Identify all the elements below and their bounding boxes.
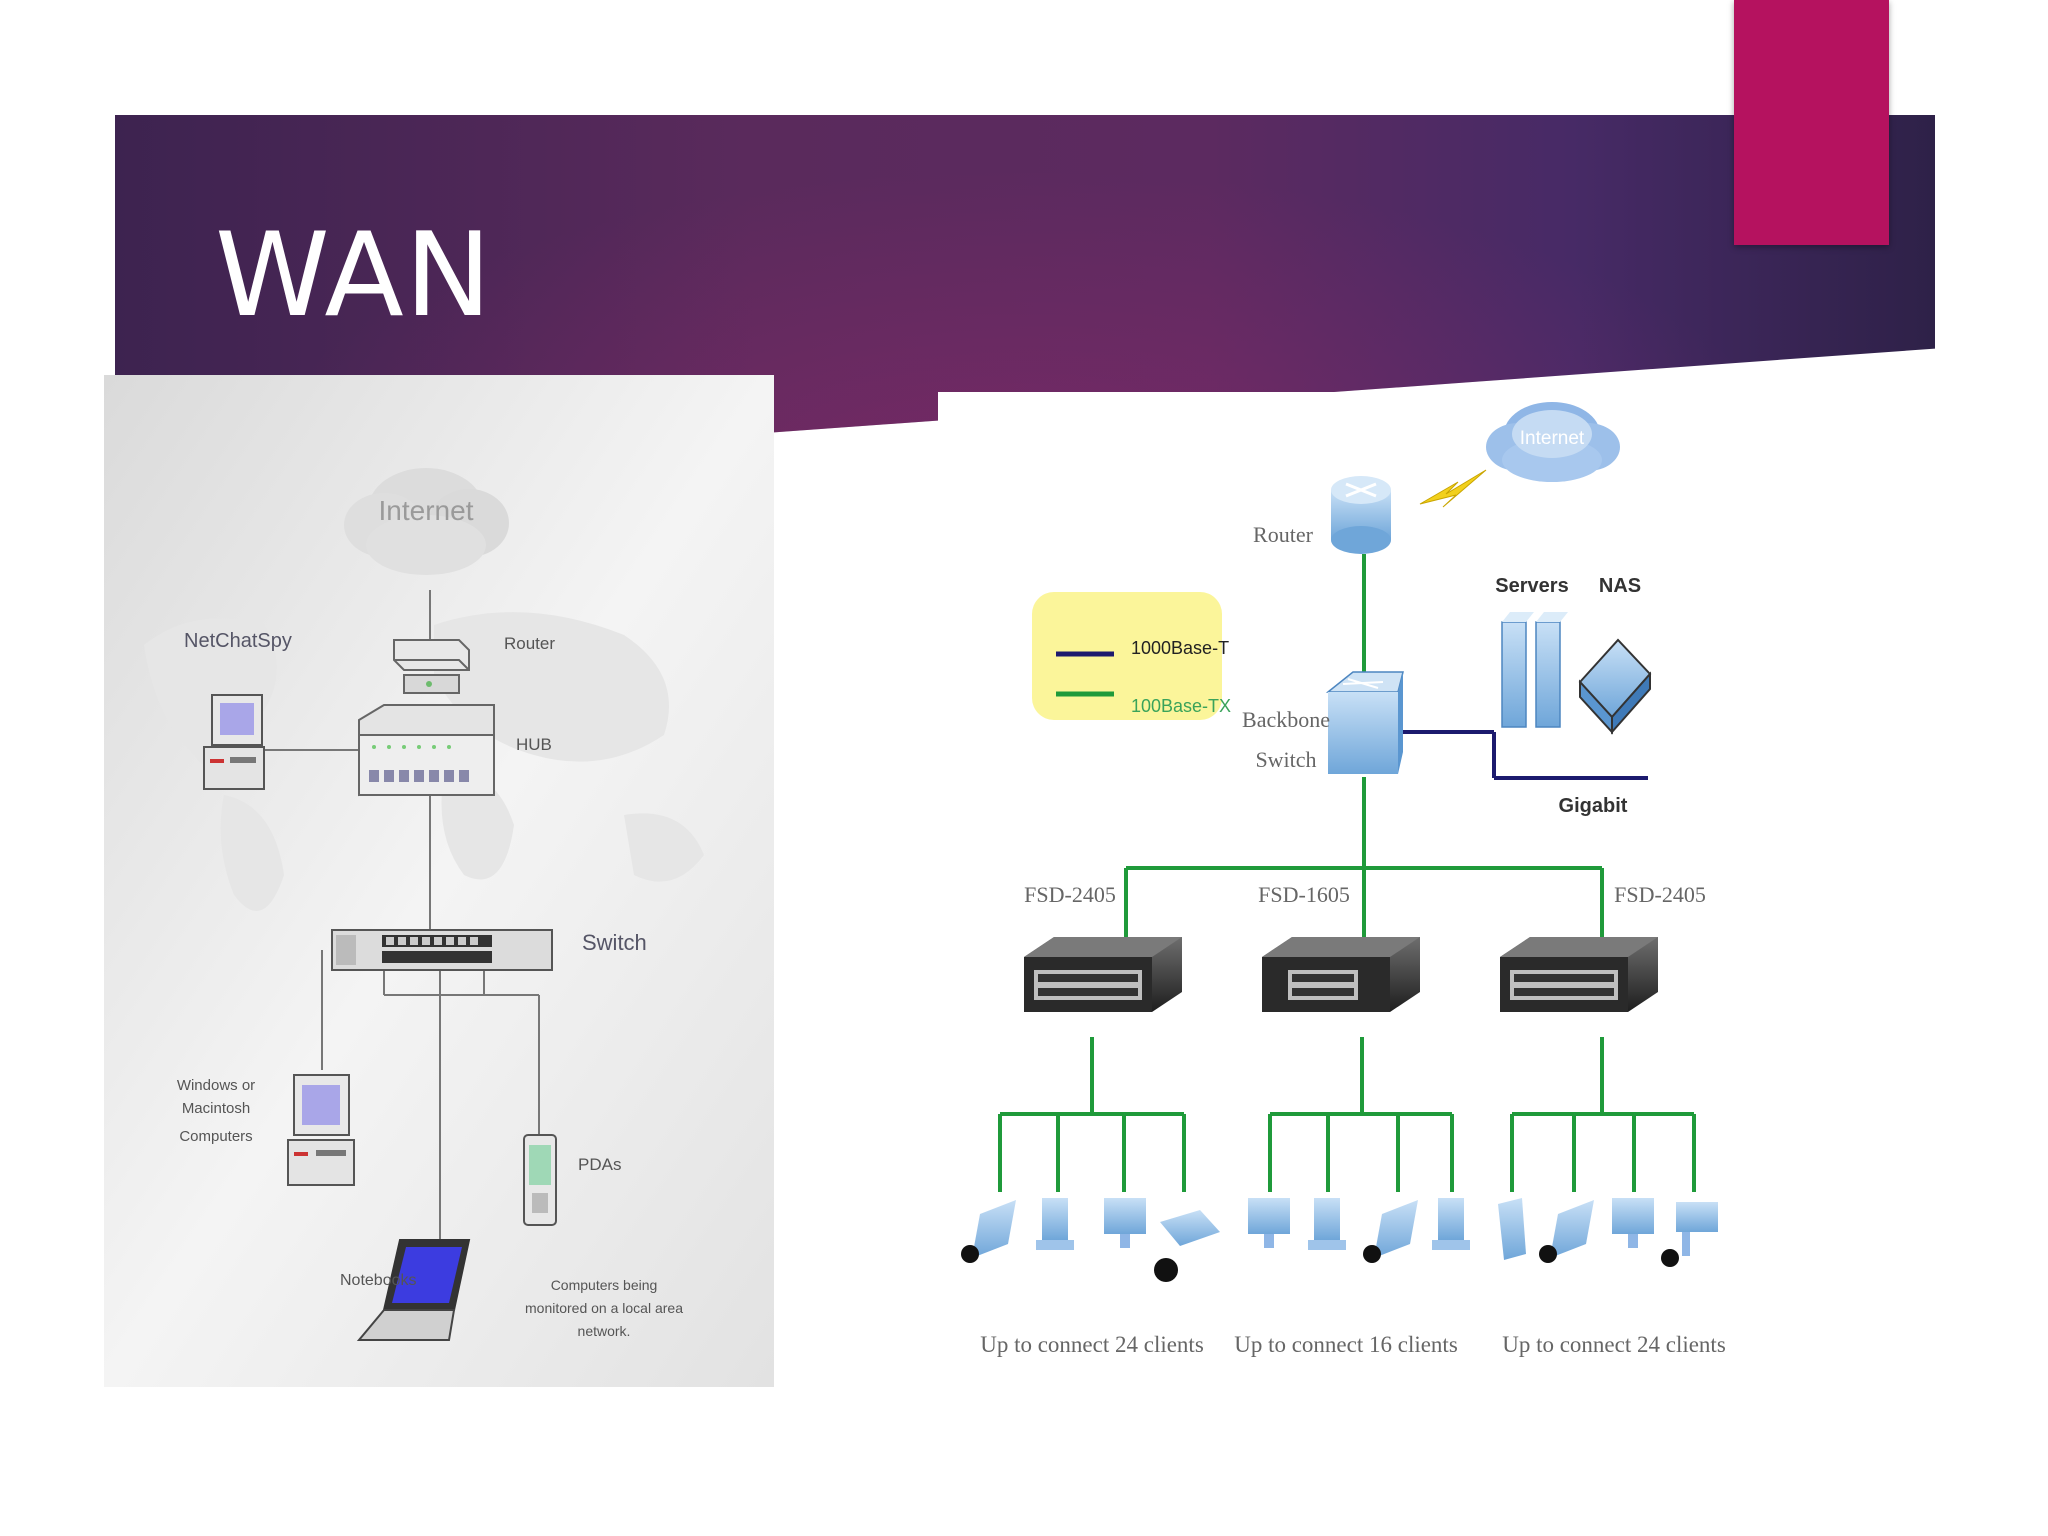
backbone-switch <box>1325 671 1404 774</box>
notebook-device <box>356 1239 471 1341</box>
ip-phone-icon <box>1363 1200 1418 1263</box>
note-line1: Computers being <box>551 1277 658 1293</box>
legend-label-100base-tx: 100Base-TX <box>1131 696 1231 716</box>
note-line3: network. <box>578 1323 631 1339</box>
network-topology-diagram: Internet Router <box>938 392 1768 1392</box>
backbone-label-line1: Backbone <box>1242 707 1330 732</box>
computers-label-line1: Windows or <box>177 1077 255 1094</box>
ip-camera-icon <box>1661 1202 1718 1267</box>
ip-phone-icon <box>961 1200 1016 1263</box>
nas-device-icon <box>1578 638 1652 735</box>
client-devices <box>961 1198 1718 1282</box>
monitor-icon <box>1612 1198 1654 1248</box>
internet-cloud <box>344 468 509 575</box>
nas-label: NAS <box>1599 575 1641 597</box>
gigabit-label: Gigabit <box>1559 795 1628 817</box>
pda-icon <box>1498 1198 1526 1260</box>
switch-fsd-2405-a <box>1024 937 1182 1012</box>
switch-model-1: FSD-2405 <box>1024 882 1116 907</box>
legend: 1000Base-T 100Base-TX <box>1032 592 1231 720</box>
hub-device <box>358 704 495 797</box>
computers-label-line2: Macintosh <box>182 1100 250 1117</box>
cloud-internet-label: Internet <box>1520 428 1585 449</box>
slide-title: WAN <box>215 208 493 343</box>
hub-label: HUB <box>516 735 552 754</box>
computers-label-line3: Computers <box>179 1128 252 1145</box>
notebooks-label: Notebooks <box>340 1272 417 1289</box>
servers-label: Servers <box>1495 575 1568 597</box>
netchatspy-computer <box>203 694 265 790</box>
ip-phone-base-icon <box>1154 1210 1220 1282</box>
switch-fsd-2405-b <box>1500 937 1658 1012</box>
internet-label: Internet <box>379 495 474 526</box>
pc-tower-icon <box>1036 1198 1074 1250</box>
router-label: Router <box>504 634 555 653</box>
switch-caption-1: Up to connect 24 clients <box>980 1332 1204 1357</box>
switch-model-2: FSD-1605 <box>1258 882 1350 907</box>
wireless-link-icon <box>1419 469 1487 508</box>
backbone-label-line2: Switch <box>1255 747 1316 772</box>
pc-tower-icon <box>1308 1198 1346 1250</box>
monitor-icon <box>1248 1198 1290 1248</box>
router-device <box>1331 476 1391 554</box>
router-device <box>393 639 470 694</box>
pdas-label: PDAs <box>578 1155 621 1174</box>
switch-caption-2: Up to connect 16 clients <box>1234 1332 1458 1357</box>
router-label: Router <box>1253 522 1314 547</box>
note-line2: monitored on a local area <box>525 1300 683 1316</box>
switch-device <box>331 929 553 971</box>
server-rack-icon <box>1501 612 1568 728</box>
pda-device <box>523 1134 557 1226</box>
switch-caption-3: Up to connect 24 clients <box>1502 1332 1726 1357</box>
pc-tower-icon <box>1432 1198 1470 1250</box>
switch-fsd-1605 <box>1262 937 1420 1012</box>
switch-label: Switch <box>582 930 647 955</box>
accent-block <box>1734 0 1889 245</box>
internet-cloud <box>1486 402 1620 482</box>
desktop-computer <box>287 1074 355 1186</box>
netchatspy-label: NetChatSpy <box>184 630 292 652</box>
gigabit-links <box>1398 730 1648 780</box>
legend-label-1000base-t: 1000Base-T <box>1131 638 1229 658</box>
switch-model-3: FSD-2405 <box>1614 882 1706 907</box>
lan-monitoring-diagram: Internet Router HUB <box>104 375 774 1387</box>
fast-ethernet-links <box>998 554 1696 1192</box>
monitor-icon <box>1104 1198 1146 1248</box>
ip-phone-icon <box>1539 1200 1594 1263</box>
